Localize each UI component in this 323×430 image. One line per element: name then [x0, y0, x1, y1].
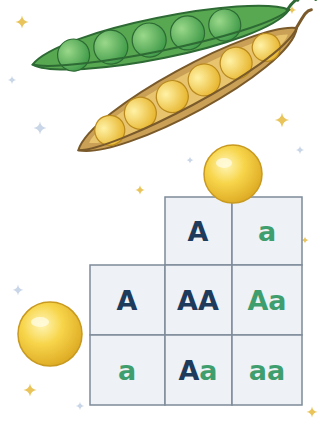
sparkle [296, 146, 304, 154]
grid-cell [165, 197, 232, 265]
allele-header: a [258, 218, 276, 245]
grid-cell [165, 265, 232, 335]
yellow-pea [18, 302, 82, 366]
sparkle [76, 402, 84, 410]
sparkle [186, 156, 193, 163]
grid-cell [232, 335, 302, 405]
genotype-cell: Aa [178, 357, 217, 384]
pea-highlight [216, 158, 232, 168]
grid-cell [90, 335, 165, 405]
sparkle [8, 76, 16, 84]
pea-highlight [31, 317, 49, 327]
allele-header: A [117, 287, 138, 314]
sparkle [13, 285, 24, 296]
allele-header: A [188, 218, 209, 245]
sparkle [275, 113, 289, 127]
grid-cell [165, 335, 232, 405]
sparkle [135, 185, 145, 195]
sparkle [15, 15, 28, 28]
grid-cell [90, 265, 165, 335]
sparkle [307, 407, 318, 418]
grid-cell [232, 265, 302, 335]
grid-cell [232, 197, 302, 265]
yellow-pea [204, 145, 262, 203]
sparkle [33, 121, 46, 134]
genotype-cell: AA [177, 287, 219, 314]
green-pea-pod [28, 0, 323, 79]
genotype-cell: Aa [247, 287, 286, 314]
yellow-pea-pod [66, 6, 323, 166]
genotype-cell: aa [249, 357, 285, 384]
sparkle [23, 383, 36, 396]
punnett-grid [90, 197, 302, 405]
allele-header: a [118, 357, 136, 384]
